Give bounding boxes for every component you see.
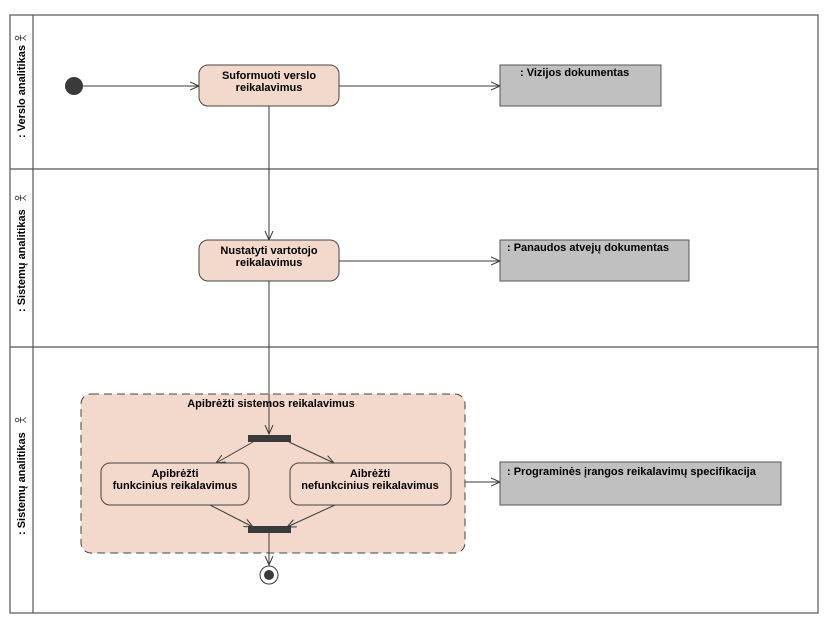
lane-sistemu-analitikas-1: : Sistemų analitikas [14, 195, 28, 312]
flow-functional-to-join [209, 504, 253, 527]
action-label-line1: Nustatyti vartotojo [220, 245, 317, 257]
action-label-line2: reikalavimus [236, 82, 303, 94]
action-label-line1: Aibrėžti [350, 468, 390, 480]
action-label-line2: funkcinius reikalavimus [113, 480, 238, 492]
actor-icon [14, 417, 27, 423]
lane-label: : Verslo analitikas [16, 45, 28, 138]
object-label: : Panaudos atvejų dokumentas [507, 242, 669, 254]
action-label-line2: reikalavimus [236, 257, 303, 269]
initial-node-icon [65, 77, 83, 95]
action-formulate-business-requirements[interactable]: Suformuoti verslo reikalavimus [198, 64, 340, 107]
join-bar [248, 526, 291, 533]
lane-sistemu-analitikas-2: : Sistemų analitikas [14, 417, 28, 535]
action-identify-user-requirements[interactable]: Nustatyti vartotojo reikalavimus [198, 239, 340, 282]
composite-title: Apibrėžti sistemos reikalavimus [187, 398, 355, 410]
control-flows [83, 86, 500, 565]
fork-bar [248, 435, 291, 442]
object-use-case-document[interactable]: : Panaudos atvejų dokumentas [499, 239, 690, 282]
action-label-line1: Apibrėžti [151, 468, 198, 480]
lane-verslo-analitikas: : Verslo analitikas [14, 35, 28, 138]
lane-label: : Sistemų analitikas [16, 432, 28, 535]
lane-label: : Sistemų analitikas [16, 209, 28, 312]
flow-fork-to-nonfunctional [288, 441, 334, 463]
final-node-icon [259, 565, 279, 585]
flow-nonfunctional-to-join [287, 504, 336, 527]
action-define-nonfunctional-requirements[interactable]: Aibrėžti nefunkcinius reikalavimus [289, 462, 452, 506]
object-software-requirements-specification[interactable]: : Programinės įrangos reikalavimų specif… [499, 461, 782, 506]
composite-activity[interactable]: Apibrėžti sistemos reikalavimus [80, 393, 466, 554]
actor-icon [14, 195, 27, 201]
object-label: : Vizijos dokumentas [520, 67, 629, 79]
action-label-line2: nefunkcinius reikalavimus [301, 480, 439, 492]
action-define-functional-requirements[interactable]: Apibrėžti funkcinius reikalavimus [100, 462, 250, 506]
object-vision-document[interactable]: : Vizijos dokumentas [499, 64, 662, 107]
flow-fork-to-functional [216, 441, 254, 463]
action-label-line1: Suformuoti verslo [222, 70, 316, 82]
object-label: : Programinės įrangos reikalavimų specif… [507, 466, 757, 478]
actor-icon [14, 35, 27, 41]
